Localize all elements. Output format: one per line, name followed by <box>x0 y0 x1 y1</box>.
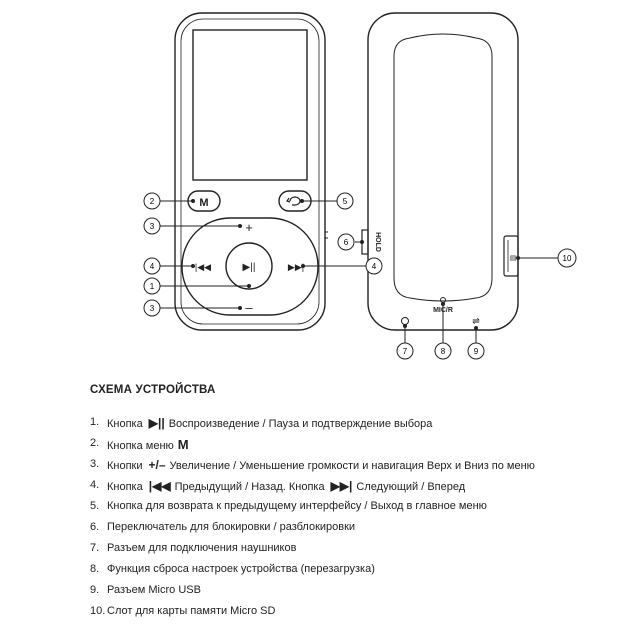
svg-text:4: 4 <box>372 262 377 271</box>
item-number: 8. <box>90 563 100 575</box>
hold-label: HOLD <box>374 232 381 252</box>
callout-7: 7 <box>396 342 414 360</box>
headphone-jack-icon <box>401 317 409 325</box>
svg-text:8: 8 <box>441 347 446 356</box>
next-icon: ▶▶| <box>288 262 304 272</box>
svg-text:10: 10 <box>563 254 572 263</box>
section-title: СХЕМА УСТРОЙСТВА <box>90 384 216 396</box>
previous-icon: |◀◀ <box>148 479 171 493</box>
callout-1: 1 <box>143 277 161 295</box>
leader-lines <box>160 199 558 343</box>
item-number: 1. <box>90 416 100 428</box>
previous-icon: |◀◀ <box>195 262 211 272</box>
callout-8: 8 <box>434 342 452 360</box>
callout-3-top: 3 <box>143 217 161 235</box>
callout-4-right: 4 <box>365 257 383 275</box>
callout-4-left: 4 <box>143 257 161 275</box>
item-number: 9. <box>90 584 100 596</box>
back-view <box>361 12 519 331</box>
front-inner-outline <box>180 18 320 325</box>
m-button-label: M <box>199 197 208 209</box>
callout-10: 10 <box>557 248 577 268</box>
sd-card-icon: ▤ <box>510 255 517 262</box>
item-number: 2. <box>90 437 100 449</box>
item-number: 10. <box>90 605 106 617</box>
svg-text:2: 2 <box>150 197 155 206</box>
back-panel <box>393 33 493 302</box>
plus-icon: + <box>245 220 253 235</box>
screen <box>192 29 308 181</box>
callout-9: 9 <box>467 342 485 360</box>
play-pause-icon: ▶|| <box>148 416 165 430</box>
minus-icon: – <box>245 300 253 315</box>
svg-text:5: 5 <box>343 197 348 206</box>
callout-2: 2 <box>143 192 161 210</box>
item-number: 4. <box>90 479 100 491</box>
callouts: 2 3 4 1 3 5 6 4 7 8 9 10 <box>143 192 577 360</box>
next-icon: ▶▶| <box>330 479 353 493</box>
front-view <box>174 12 328 331</box>
svg-text:3: 3 <box>150 222 155 231</box>
item-number: 6. <box>90 521 100 533</box>
svg-text:3: 3 <box>150 304 155 313</box>
plus-minus-icon: +/– <box>148 458 166 472</box>
m-icon: M <box>177 437 189 452</box>
front-icons: M + – |◀◀ ▶▶| ▶|| <box>195 196 304 315</box>
play-pause-icon: ▶|| <box>243 262 256 273</box>
back-arrow-icon <box>289 196 301 206</box>
svg-text:4: 4 <box>150 262 155 271</box>
svg-text:7: 7 <box>403 347 408 356</box>
svg-text:6: 6 <box>344 238 349 247</box>
svg-text:9: 9 <box>474 347 479 356</box>
usb-icon: ⇌ <box>472 316 480 326</box>
callout-5: 5 <box>336 192 354 210</box>
play-pause-button <box>225 242 273 290</box>
front-body <box>174 12 326 331</box>
callout-3-bottom: 3 <box>143 299 161 317</box>
item-number: 5. <box>90 500 100 512</box>
back-body <box>367 12 519 331</box>
svg-text:1: 1 <box>150 282 155 291</box>
item-number: 7. <box>90 542 100 554</box>
callout-6: 6 <box>337 233 355 251</box>
device-diagram: M + – |◀◀ ▶▶| ▶|| HOLD MIC/R ⇌ ▤ <box>143 12 577 360</box>
item-number: 3. <box>90 458 100 470</box>
reset-hole <box>440 297 446 303</box>
